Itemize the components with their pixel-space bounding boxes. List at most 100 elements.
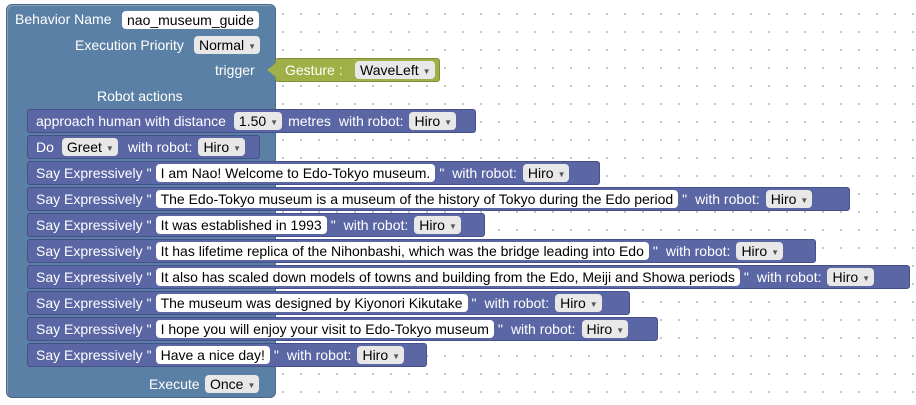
close-quote: " <box>682 191 688 207</box>
speech-text-field[interactable]: It also has scaled down models of towns … <box>155 268 740 286</box>
robot-dropdown[interactable]: Hiro▼ <box>581 320 629 338</box>
say-expressively-block[interactable]: Say Expressively " Have a nice day! " wi… <box>27 343 427 367</box>
say-expressively-block[interactable]: Say Expressively " It also has scaled do… <box>27 265 910 289</box>
robot-value: Hiro <box>832 269 859 285</box>
dropdown-arrow-icon: ▼ <box>105 144 114 153</box>
dropdown-arrow-icon: ▼ <box>270 118 279 127</box>
robot-value: Hiro <box>770 191 797 207</box>
distance-dropdown[interactable]: 1.50▼ <box>233 112 283 130</box>
robot-value: Hiro <box>586 321 613 337</box>
with-robot-label: with robot: <box>127 139 193 155</box>
say-expressively-block[interactable]: Say Expressively " It was established in… <box>27 213 485 237</box>
close-quote: " <box>497 321 503 337</box>
behavior-name-label: Behavior Name <box>15 11 112 27</box>
execute-dropdown[interactable]: Once▼ <box>205 375 260 393</box>
action-label: Say Expressively <box>36 321 143 337</box>
with-robot-label: with robot: <box>510 321 576 337</box>
open-quote: " <box>146 295 152 311</box>
speech-text-field[interactable]: Have a nice day! <box>155 346 270 364</box>
with-robot-label: with robot: <box>665 243 731 259</box>
with-robot-label: with robot: <box>338 113 404 129</box>
behavior-name-field[interactable]: nao_museum_guide <box>122 11 259 29</box>
with-robot-label: with robot: <box>286 347 352 363</box>
robot-value: Hiro <box>362 347 389 363</box>
say-expressively-block[interactable]: Say Expressively " It has lifetime repli… <box>27 239 816 263</box>
dropdown-arrow-icon: ▼ <box>233 144 242 153</box>
open-quote: " <box>146 269 152 285</box>
action-label: Say Expressively <box>36 243 143 259</box>
robot-dropdown[interactable]: Hiro▼ <box>414 216 461 234</box>
say-expressively-block[interactable]: Say Expressively " The museum was design… <box>27 291 630 315</box>
open-quote: " <box>146 321 152 337</box>
with-robot-label: with robot: <box>695 191 760 207</box>
close-quote: " <box>273 347 279 363</box>
robot-value: Hiro <box>203 139 230 155</box>
robot-dropdown[interactable]: Hiro▼ <box>555 294 602 312</box>
robot-actions-label: Robot actions <box>97 88 183 104</box>
action-value: Greet <box>66 139 102 155</box>
gesture-dropdown[interactable]: WaveLeft▼ <box>355 61 435 79</box>
execute-value: Once <box>210 376 244 392</box>
speech-text-field[interactable]: I hope you will enjoy your visit to Edo-… <box>155 320 494 338</box>
say-expressively-block[interactable]: Say Expressively " I am Nao! Welcome to … <box>27 161 600 185</box>
action-label: Say Expressively <box>36 269 143 285</box>
action-label: Do <box>36 139 54 155</box>
dropdown-arrow-icon: ▼ <box>247 381 256 390</box>
do-action-block[interactable]: Do Greet▼ with robot: Hiro▼ <box>27 135 260 159</box>
dropdown-arrow-icon: ▼ <box>771 248 780 257</box>
speech-text-field[interactable]: I am Nao! Welcome to Edo-Tokyo museum. <box>155 164 436 182</box>
with-robot-label: with robot: <box>452 165 517 181</box>
execute-label: Execute <box>149 376 200 392</box>
action-label: Say Expressively <box>36 295 143 311</box>
robot-dropdown[interactable]: Hiro▼ <box>409 112 457 130</box>
execution-priority-dropdown[interactable]: Normal▼ <box>194 36 261 54</box>
robot-dropdown[interactable]: Hiro▼ <box>357 346 405 364</box>
dropdown-arrow-icon: ▼ <box>862 274 871 283</box>
speech-text-field[interactable]: The Edo-Tokyo museum is a museum of the … <box>155 190 679 208</box>
dropdown-arrow-icon: ▼ <box>589 300 598 309</box>
open-quote: " <box>146 191 152 207</box>
action-label: Say Expressively <box>36 347 143 363</box>
with-robot-label: with robot: <box>343 217 409 233</box>
speech-text-field[interactable]: The museum was designed by Kiyonori Kiku… <box>155 294 468 312</box>
open-quote: " <box>146 347 152 363</box>
robot-dropdown[interactable]: Hiro▼ <box>198 138 246 156</box>
dropdown-arrow-icon: ▼ <box>392 352 401 361</box>
dropdown-arrow-icon: ▼ <box>616 326 625 335</box>
with-robot-label: with robot: <box>756 269 822 285</box>
robot-value: Hiro <box>527 165 554 181</box>
action-label: approach human with distance <box>36 113 226 129</box>
execution-priority-label: Execution Priority <box>75 37 184 53</box>
approach-human-block[interactable]: approach human with distance 1.50▼ metre… <box>27 109 476 133</box>
gesture-trigger-block[interactable]: Gesture : WaveLeft▼ <box>267 58 440 82</box>
unit-label: metres <box>288 113 331 129</box>
robot-dropdown[interactable]: Hiro▼ <box>736 242 784 260</box>
robot-dropdown[interactable]: Hiro▼ <box>522 164 570 182</box>
connector-tab <box>267 63 276 77</box>
dropdown-arrow-icon: ▼ <box>248 42 257 51</box>
action-label: Say Expressively <box>36 191 143 207</box>
robot-value: Hiro <box>419 217 445 233</box>
robot-dropdown[interactable]: Hiro▼ <box>765 190 813 208</box>
gesture-value: WaveLeft <box>360 62 419 78</box>
gesture-label: Gesture : <box>285 62 343 78</box>
say-expressively-block[interactable]: Say Expressively " The Edo-Tokyo museum … <box>27 187 850 211</box>
say-expressively-block[interactable]: Say Expressively " I hope you will enjoy… <box>27 317 658 341</box>
robot-dropdown[interactable]: Hiro▼ <box>827 268 875 286</box>
distance-value: 1.50 <box>238 113 267 129</box>
robot-value: Hiro <box>414 113 441 129</box>
dropdown-arrow-icon: ▼ <box>557 170 566 179</box>
action-label: Say Expressively <box>36 217 143 233</box>
with-robot-label: with robot: <box>484 295 550 311</box>
close-quote: " <box>471 295 477 311</box>
close-quote: " <box>439 165 445 181</box>
trigger-label: trigger <box>215 62 255 78</box>
open-quote: " <box>146 217 152 233</box>
action-dropdown[interactable]: Greet▼ <box>61 138 118 156</box>
speech-text-field[interactable]: It was established in 1993 <box>155 216 327 234</box>
robot-value: Hiro <box>560 295 586 311</box>
close-quote: " <box>652 243 658 259</box>
execution-priority-value: Normal <box>199 37 245 53</box>
speech-text-field[interactable]: It has lifetime replica of the Nihonbash… <box>155 242 649 260</box>
open-quote: " <box>146 165 152 181</box>
